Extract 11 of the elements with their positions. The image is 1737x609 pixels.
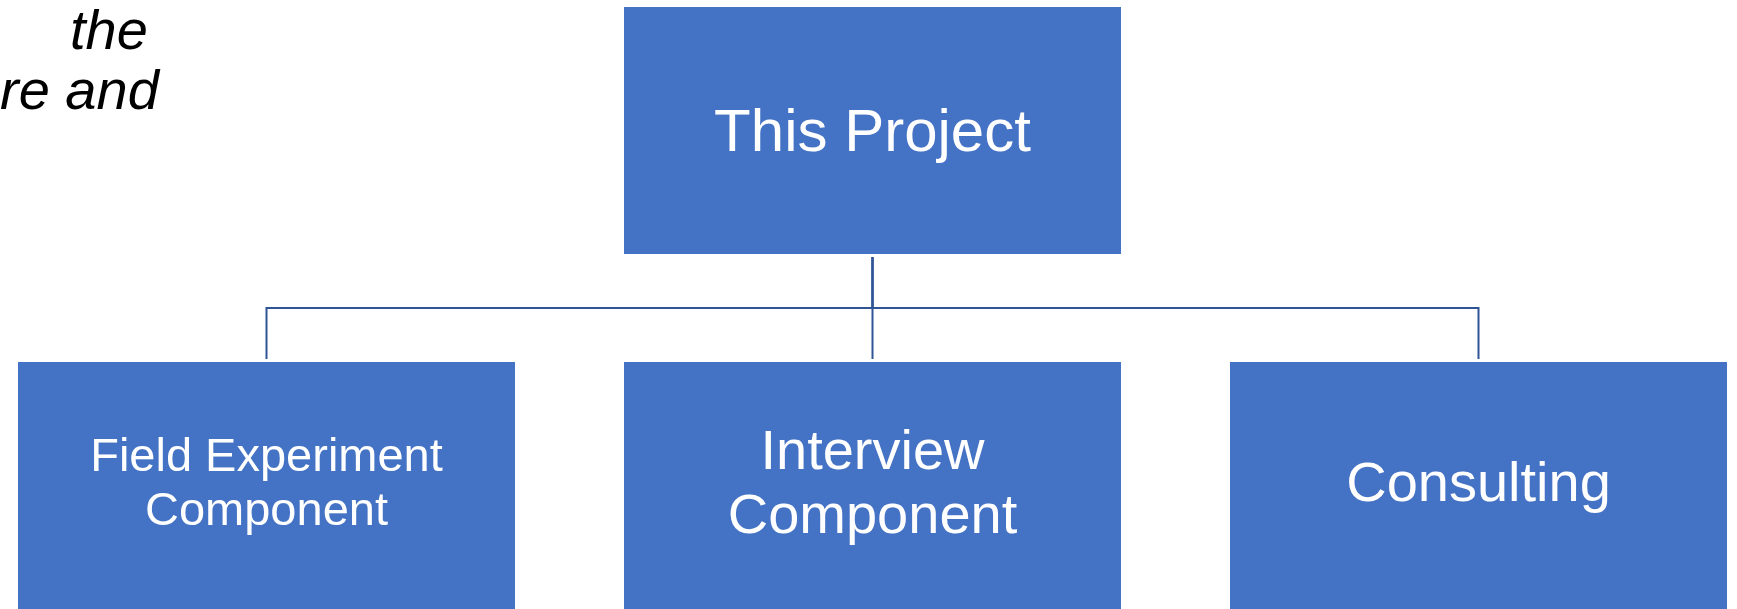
process-box xyxy=(1230,362,1727,609)
process-box xyxy=(624,7,1121,254)
process-box xyxy=(624,362,1121,609)
box-label: Interview Component xyxy=(726,417,1019,547)
box-label: Field Experiment Component xyxy=(89,427,444,537)
box-label: This Project xyxy=(713,96,1032,165)
process-box xyxy=(18,362,515,609)
partial-text: re and xyxy=(0,62,159,118)
connector-line xyxy=(871,256,1480,360)
box-label: Consulting xyxy=(1345,449,1612,515)
partial-text: the xyxy=(70,2,148,58)
